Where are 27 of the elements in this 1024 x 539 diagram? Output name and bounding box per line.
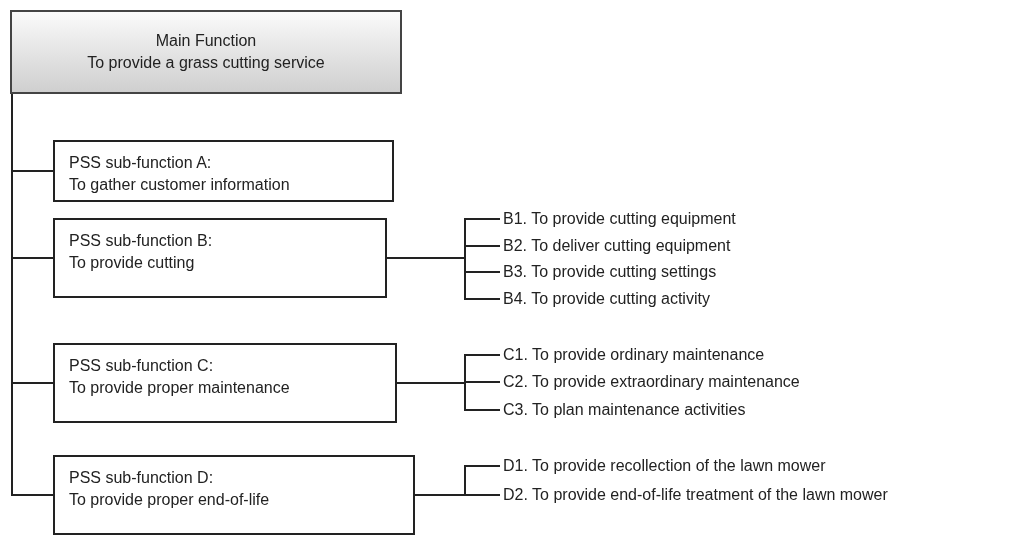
sub-function-box — [53, 455, 415, 535]
connector-line — [396, 382, 501, 411]
sub-function-text: D1. To provide recollection of the lawn mower — [503, 456, 826, 476]
sub-function-text: C3. To plan maintenance activities — [503, 400, 746, 420]
box-text: To provide proper maintenance — [69, 378, 291, 398]
box-heading: PSS sub-function C: — [69, 356, 215, 376]
main-function-box — [10, 10, 402, 94]
connector-line — [414, 494, 501, 496]
connector-line — [386, 257, 501, 300]
sub-function-text: B1. To provide cutting equipment — [503, 209, 736, 229]
sub-function-box — [53, 343, 397, 423]
box-text: To gather customer information — [69, 175, 291, 195]
sub-function-box — [53, 218, 387, 298]
sub-function-text: C1. To provide ordinary maintenance — [503, 345, 765, 365]
sub-function-text: C2. To provide extraordinary maintenance — [503, 372, 800, 392]
box-text: To provide proper end-of-life — [69, 490, 271, 510]
box-heading: Main Function — [154, 31, 258, 51]
box-text: To provide cutting — [69, 253, 196, 273]
box-heading: PSS sub-function A: — [69, 153, 213, 173]
sub-function-box — [53, 140, 394, 202]
sub-function-text: B4. To provide cutting activity — [503, 289, 710, 309]
sub-function-text: D2. To provide end-of-life treatment of the lawn mower — [503, 485, 888, 505]
box-heading: PSS sub-function B: — [69, 231, 214, 251]
sub-function-text: B3. To provide cutting settings — [503, 262, 717, 282]
box-text: To provide a grass cutting service — [86, 53, 326, 73]
box-heading: PSS sub-function D: — [69, 468, 215, 488]
sub-function-text: B2. To deliver cutting equipment — [503, 236, 731, 256]
